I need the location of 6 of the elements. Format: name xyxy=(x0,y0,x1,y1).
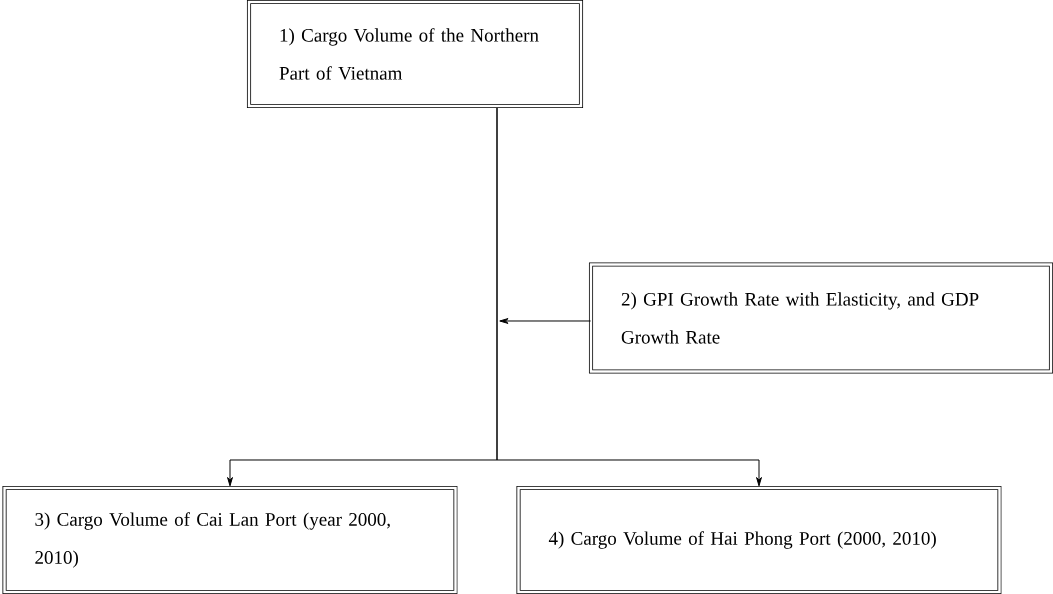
arrow xyxy=(496,107,762,487)
text-box: 1) Cargo Volume of the Northern Part of Vietnam xyxy=(246,0,584,109)
text-box: 3) Cargo Volume of Cai Lan Port (year 2000, 2010) xyxy=(2,485,458,594)
arrow xyxy=(499,318,592,324)
text-box: 2) GPI Growth Rate with Elasticity, and GDP Growth Rate xyxy=(588,262,1053,374)
text-box: 4) Cargo Volume of Hai Phong Port (2000, 2010) xyxy=(516,485,1002,594)
